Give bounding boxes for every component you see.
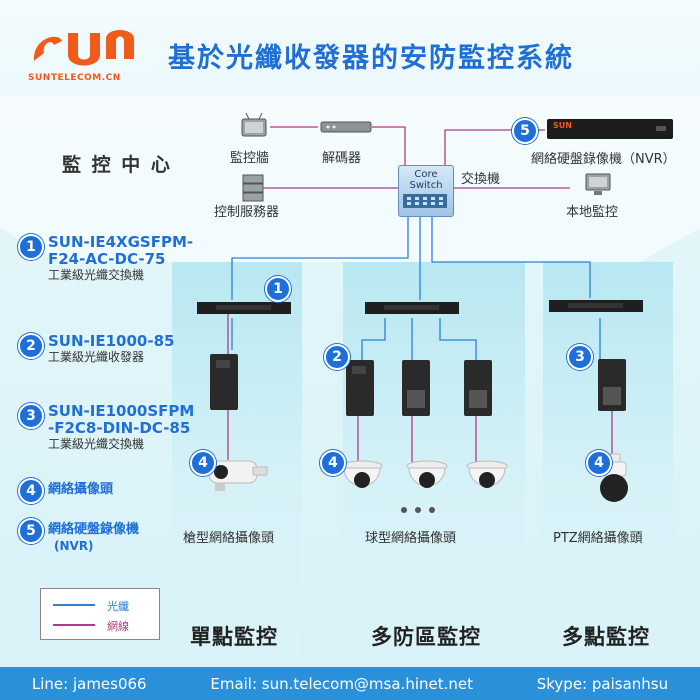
- legend-badge-4: 4: [18, 478, 44, 504]
- nvr-label: 網絡硬盤錄像機（NVR）: [531, 152, 676, 167]
- badge-zone2-transceiver: 2: [324, 344, 350, 370]
- zone3-title: 多點監控: [562, 625, 650, 649]
- core-switch-label-1: Core: [414, 169, 438, 180]
- legend-sub-3: 工業級光纖交換機: [48, 437, 145, 451]
- line-legend-box: 光纖 網線: [40, 588, 160, 640]
- brand-logo: SUNTELECOM.CN: [28, 25, 168, 83]
- decoder-icon: [320, 121, 372, 133]
- legend-title-3a: SUN-IE1000SFPM: [48, 402, 195, 420]
- legend-title-5: 網絡硬盤錄像機: [48, 522, 140, 537]
- switch-label: 交換機: [461, 172, 501, 187]
- zone2-switch-icon: [365, 302, 459, 314]
- fiber-zone2-t1: [361, 318, 386, 360]
- badge-zone1-switch: 1: [265, 276, 291, 302]
- legend-item-4: 4 網絡攝像頭: [18, 478, 218, 504]
- legend-item-1: 1 SUN-IE4XGSFPM- F24-AC-DC-75 工業級光纖交換機: [18, 234, 218, 283]
- zone2-transceiver-3-icon: [464, 360, 492, 416]
- page-title: 基於光纖收發器的安防監控系統: [168, 43, 574, 74]
- zone2-title: 多防區監控: [371, 625, 481, 649]
- zone3-camera-label: PTZ網絡攝像頭: [553, 531, 643, 546]
- cable-switch-nvr: [444, 129, 545, 165]
- dome-camera-1-icon: [341, 460, 383, 488]
- footer-email[interactable]: Email: sun.telecom@msa.hinet.net: [210, 674, 473, 693]
- zone2-camera-label: 球型網絡攝像頭: [365, 531, 457, 546]
- legend-title-3b: -F2C8-DIN-DC-85: [48, 419, 191, 437]
- core-switch-label-2: Switch: [409, 180, 443, 191]
- badge-zone3-switch: 3: [567, 344, 593, 370]
- cable-decoder-switch: [372, 126, 406, 165]
- core-switch-ports-icon: [403, 194, 447, 208]
- monitor-wall-label: 監控牆: [230, 151, 270, 166]
- zone-multi-area-bg: [343, 262, 525, 657]
- footer-skype[interactable]: Skype: paisanhsu: [536, 674, 669, 693]
- zone3-switch-icon: [549, 300, 643, 312]
- zone2-transceiver-1-icon: [346, 360, 374, 416]
- zone1-switch-icon: [197, 302, 291, 314]
- more-cameras-dots-icon: [401, 507, 435, 513]
- legend-sub-2: 工業級光纖收發器: [48, 350, 145, 364]
- zone1-camera-label: 槍型網絡攝像頭: [183, 531, 275, 546]
- badge-zone2-camera: 4: [320, 450, 346, 476]
- control-server-label: 控制服務器: [214, 205, 280, 220]
- contact-footer: Line: james066 Email: sun.telecom@msa.hi…: [0, 667, 700, 700]
- local-monitor-label: 本地監控: [566, 205, 619, 220]
- fiber-zone2-t3: [439, 318, 477, 360]
- control-server-icon: [242, 174, 264, 202]
- fiber-lines: [231, 215, 601, 360]
- zone2-transceiver-2-icon: [402, 360, 430, 416]
- legend-title-2a: SUN-IE1000-85: [48, 332, 175, 350]
- nvr-logo: SUN: [553, 121, 572, 130]
- zone1-transceiver-icon: [210, 354, 238, 410]
- bullet-camera-icon: [208, 460, 268, 491]
- fiber-core-zone3: [431, 215, 591, 298]
- legend-item-2: 2 SUN-IE1000-85 工業級光纖收發器: [18, 333, 218, 365]
- dome-camera-3-icon: [466, 460, 508, 488]
- cable-legend-label: 網線: [107, 620, 129, 633]
- monitor-wall-icon: [241, 112, 267, 137]
- footer-line[interactable]: Line: james066: [31, 674, 147, 693]
- core-switch: Core Switch: [398, 165, 454, 217]
- legend-item-3: 3 SUN-IE1000SFPM -F2C8-DIN-DC-85 工業級光纖交換…: [18, 403, 218, 452]
- legend-badge-5: 5: [18, 518, 44, 544]
- fiber-core-zone1: [231, 215, 409, 300]
- badge-zone3-camera: 4: [586, 450, 612, 476]
- legend-badge-2: 2: [18, 333, 44, 359]
- fiber-legend-label: 光纖: [107, 600, 129, 613]
- sun-logo-icon: [33, 30, 134, 66]
- brand-site: SUNTELECOM.CN: [28, 73, 121, 83]
- decoder-label: 解碼器: [322, 151, 362, 166]
- legend-item-5: 5 網絡硬盤錄像機 (NVR): [18, 518, 218, 555]
- network-cables: [227, 126, 613, 462]
- dome-camera-2-icon: [406, 460, 448, 488]
- zone3-din-switch-icon: [598, 359, 626, 411]
- line-legend-swatches: [53, 604, 95, 626]
- legend-badge-1: 1: [18, 234, 44, 260]
- legend-badge-3: 3: [18, 403, 44, 429]
- nvr-device-icon: [547, 119, 673, 139]
- legend-title-4: 網絡攝像頭: [48, 482, 114, 497]
- legend-title-1a: SUN-IE4XGSFPM-: [48, 233, 194, 251]
- zone1-title: 單點監控: [190, 625, 278, 649]
- legend-sub-5: (NVR): [54, 539, 94, 553]
- legend-sub-1: 工業級光纖交換機: [48, 268, 145, 282]
- local-monitor-icon: [585, 173, 611, 195]
- badge-nvr: 5: [512, 118, 538, 144]
- control-center-label: 監 控 中 心: [62, 154, 172, 176]
- legend-title-1b: F24-AC-DC-75: [48, 250, 166, 268]
- badge-zone1-camera: 4: [190, 450, 216, 476]
